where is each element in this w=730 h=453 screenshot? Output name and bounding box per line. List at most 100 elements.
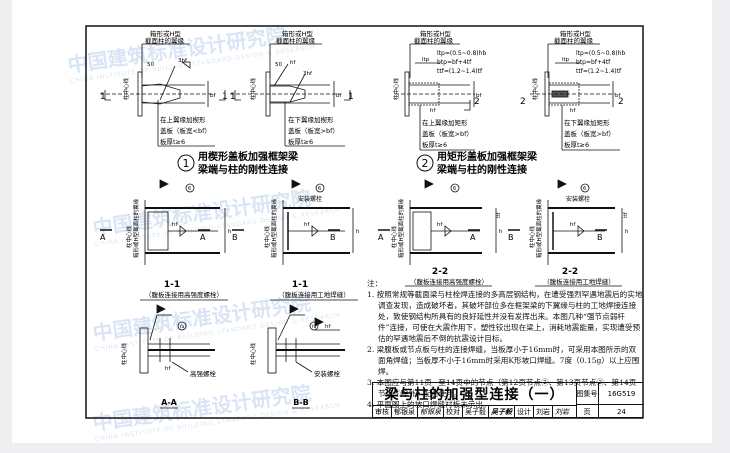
atlas-number: 16G519 — [599, 383, 644, 405]
detail-title: 梁端与柱的刚性连接 — [436, 163, 527, 176]
column-flange-label: 箱形或H型截面柱的翼缘 — [397, 198, 405, 258]
note-label: 板厚t≥6 — [422, 140, 447, 149]
detail-title: 用矩形盖板加强框架梁 — [436, 150, 538, 163]
section-title: 1-1 — [292, 280, 308, 290]
dimension-label: h — [228, 229, 232, 235]
weld-symbol-label: hf — [325, 324, 331, 330]
drawing-frame — [85, 25, 644, 419]
dimension-label: h — [625, 229, 629, 235]
axis-label: 柱中心线 — [392, 77, 400, 100]
cut-marker: A — [100, 233, 106, 242]
weld-symbol-label: 3hf — [303, 71, 313, 77]
checker-signature: 吴子毅 — [489, 405, 515, 418]
note-label: 板厚t≥6 — [564, 140, 589, 149]
weld-symbol-label: hf — [290, 60, 296, 66]
weld-mark: 6 — [188, 186, 191, 192]
reviewer-name: 郁银泉 — [392, 405, 418, 418]
check-label: 校对 — [444, 405, 463, 418]
weld-mark: 6 — [583, 186, 586, 192]
designer-name: 刘岩 — [534, 405, 553, 418]
formula-label: ttf=(1.2~1.4)tf — [437, 68, 483, 75]
formula-label: ltp=(0.5~0.8)hb — [576, 50, 625, 57]
note-label: 在下翼缘加楔形 — [288, 115, 334, 124]
note-label: 盖板（板宽>bf） — [288, 126, 339, 135]
section-marker: 2 — [618, 97, 624, 107]
cut-marker: B — [232, 233, 238, 242]
column-flange-label: 截面柱的翼缘 — [276, 36, 316, 45]
note-label: 盖板（板宽>bf） — [422, 129, 473, 138]
detail2-right-elevation — [530, 43, 620, 151]
section-marker: 2 — [520, 97, 526, 107]
axis-label: 柱中心线 — [120, 342, 128, 365]
weld-symbol-label: hf — [570, 108, 576, 114]
signature-row: 审核 郁银泉 郁银泉 校对 吴子毅 吴子毅 设计 刘岩 刘岩 — [373, 405, 577, 418]
section-title: 2-2 — [432, 267, 448, 277]
dimension-label: bf — [476, 93, 482, 99]
column-flange-label: 截面柱的翼缘 — [145, 36, 185, 45]
cut-marker: B — [508, 233, 514, 242]
note-label: 在下翼缘加矩形 — [564, 118, 610, 127]
column-flange-label: 箱形或H型 — [150, 29, 181, 38]
cut-marker: B — [330, 233, 336, 242]
page-number: 24 — [617, 407, 626, 416]
detail-title: 用楔形盖板加强框架梁 — [197, 150, 299, 163]
column-flange-label: 截面柱的翼缘 — [414, 36, 454, 45]
dimension-label: ltp — [422, 57, 430, 63]
note-label: 在上翼缘加矩形 — [422, 118, 468, 127]
section-title: A-A — [161, 398, 178, 407]
notes-heading: 注： — [367, 279, 383, 288]
dimension-label: bf — [615, 93, 621, 99]
weld-symbol-label: hf — [437, 222, 443, 228]
axis-label: 柱中心线 — [249, 77, 257, 100]
section-marker: 1 — [222, 92, 228, 102]
bolt-label: 安装螺栓 — [566, 195, 590, 203]
axis-label: 柱中心线 — [125, 225, 133, 248]
detail2-left-elevation — [395, 43, 475, 151]
axis-label: 柱中心线 — [122, 77, 130, 100]
dimension-label: 50 — [147, 62, 154, 68]
note-label: 在上翼缘加楔形 — [160, 115, 206, 124]
detail-number: 1 — [183, 157, 190, 170]
axis-label: 柱中心线 — [263, 225, 271, 248]
column-flange-label: 箱形或H型截面柱的翼缘 — [132, 198, 140, 258]
column-flange-label: 箱形或H型 — [282, 29, 313, 38]
bolt-label: 安装螺栓 — [298, 195, 322, 203]
cut-marker: A — [200, 233, 206, 242]
detail1-left-elevation — [100, 43, 226, 147]
column-flange-label: 截面柱的翼缘 — [554, 36, 594, 45]
checker-name: 吴子毅 — [463, 405, 489, 418]
weld-mark: 6 — [453, 186, 456, 192]
section-title: B-B — [293, 398, 309, 407]
section-drawings — [100, 179, 623, 409]
section-marker: 1 — [230, 92, 236, 102]
weld-symbol-label: hf — [172, 222, 178, 228]
title-block: 梁与柱的加强型连接（一） 图集号 16G519 页 24 审核 郁银泉 郁银泉 … — [372, 382, 644, 418]
detail-number-circle — [416, 154, 434, 172]
atlas-number-label: 图集号 — [576, 383, 599, 405]
dimension-label: h — [499, 229, 503, 235]
weld-symbol-label: hf — [570, 222, 576, 228]
page-label: 页 — [576, 405, 599, 418]
note-label: 板厚t≥6 — [288, 137, 313, 146]
weld-symbol-label: hf — [304, 222, 310, 228]
bolt-label: 高强螺栓 — [190, 369, 217, 378]
dimension-label: bf — [210, 93, 216, 99]
section-title: 2-2 — [562, 267, 578, 277]
section-caption: （腹板连接用高强度螺栓） — [145, 290, 223, 299]
detail-number-circle — [177, 154, 195, 172]
axis-label: 柱中心线 — [390, 225, 398, 248]
design-label: 设计 — [515, 405, 534, 418]
section-title: 1-1 — [164, 280, 180, 290]
formula-label: btp=bf+4tf — [576, 59, 611, 66]
formula-label: btp=bf+4tf — [437, 59, 472, 66]
review-label: 审核 — [373, 405, 392, 418]
section-caption: （腹板连接用工地焊缝） — [543, 277, 615, 286]
detail1-right-elevation — [230, 43, 351, 147]
section-marker: 2 — [474, 97, 480, 107]
bolt-label: 安装螺栓 — [314, 369, 341, 378]
section-marker: 1 — [348, 92, 354, 102]
note-item: 1. 按照常规等截面梁与柱栓焊连接的多高层钢结构，在遭受强烈罕遇地震后的实地调查… — [367, 290, 643, 343]
note-item: 4. 平面图上的坡口焊缝衬板未示出。 — [367, 400, 491, 409]
weld-symbol-label: hf — [165, 366, 171, 372]
